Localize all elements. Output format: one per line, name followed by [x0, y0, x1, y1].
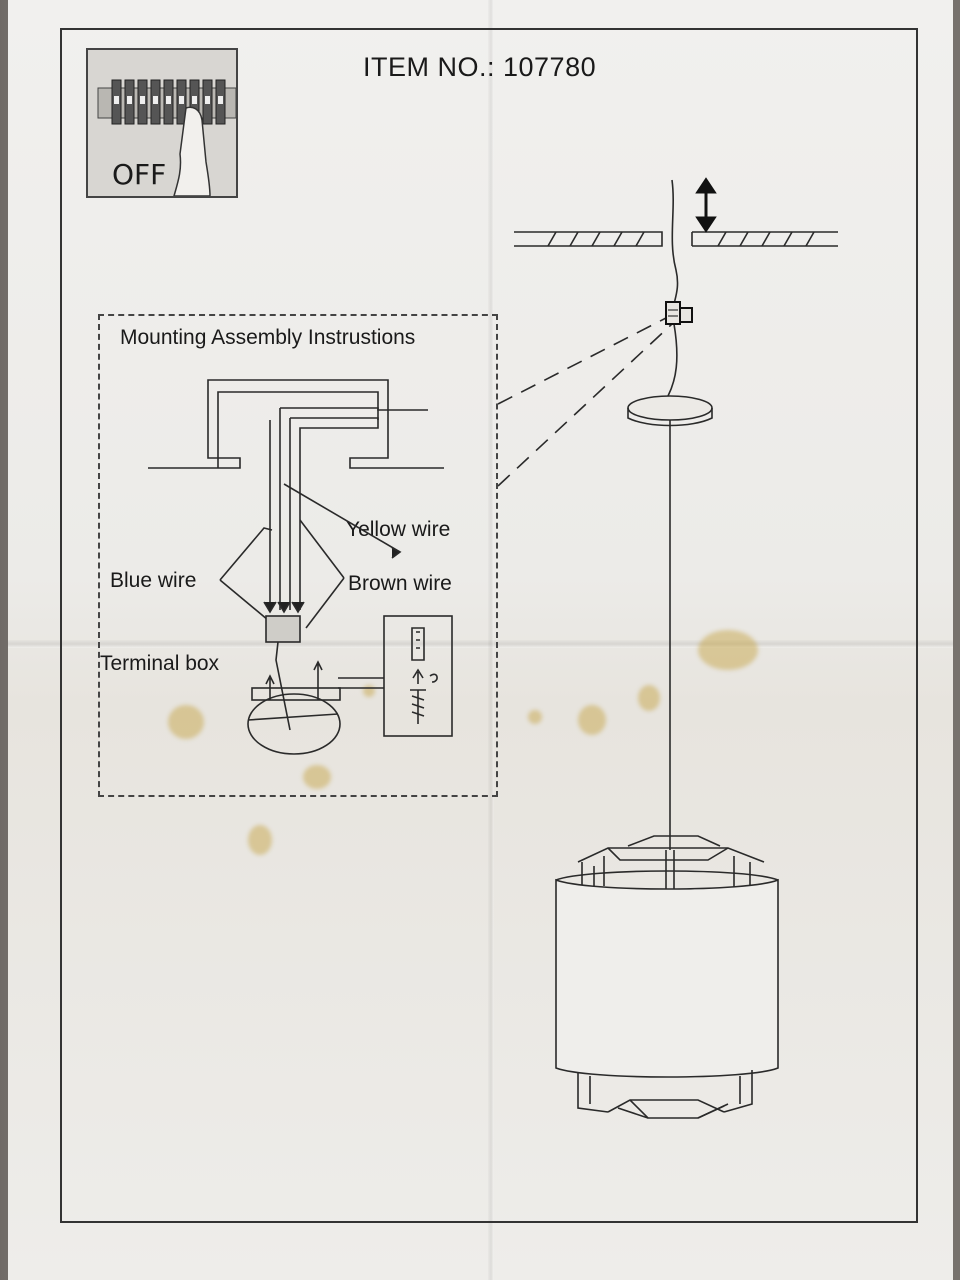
pendant-lamp-illustration: [555, 395, 779, 1119]
mounting-title: Mounting Assembly Instrustions: [120, 326, 416, 349]
paper-fold-vertical: [488, 0, 494, 1280]
mounting-assembly-box: [98, 314, 498, 797]
paper-fold-horizontal: [8, 640, 953, 648]
instruction-sheet: ITEM NO.: 107780 OFF Mounting Asse: [8, 0, 953, 1280]
blue-wire-label: Blue wire: [110, 569, 197, 592]
breaker-panel-illustration: OFF: [86, 48, 238, 198]
terminal-box-label: Terminal box: [100, 652, 220, 675]
ceiling-section: [514, 179, 838, 397]
brown-wire-label: Brown wire: [348, 572, 452, 595]
breaker-switches-icon: [97, 79, 237, 196]
stain: [578, 705, 606, 735]
stain: [638, 685, 660, 711]
off-label: OFF: [112, 158, 167, 191]
stain: [698, 630, 758, 670]
stain: [248, 825, 272, 855]
assembly-diagram: [148, 177, 838, 1119]
ceiling-junction-outline: [148, 379, 444, 469]
page-border: [60, 28, 918, 1223]
cable-grip-icon: [665, 301, 693, 325]
item-number: ITEM NO.: 107780: [363, 52, 597, 82]
adjust-height-arrow-icon: [695, 177, 717, 233]
stain: [528, 710, 542, 724]
stain: [303, 765, 331, 789]
stain: [168, 705, 204, 739]
